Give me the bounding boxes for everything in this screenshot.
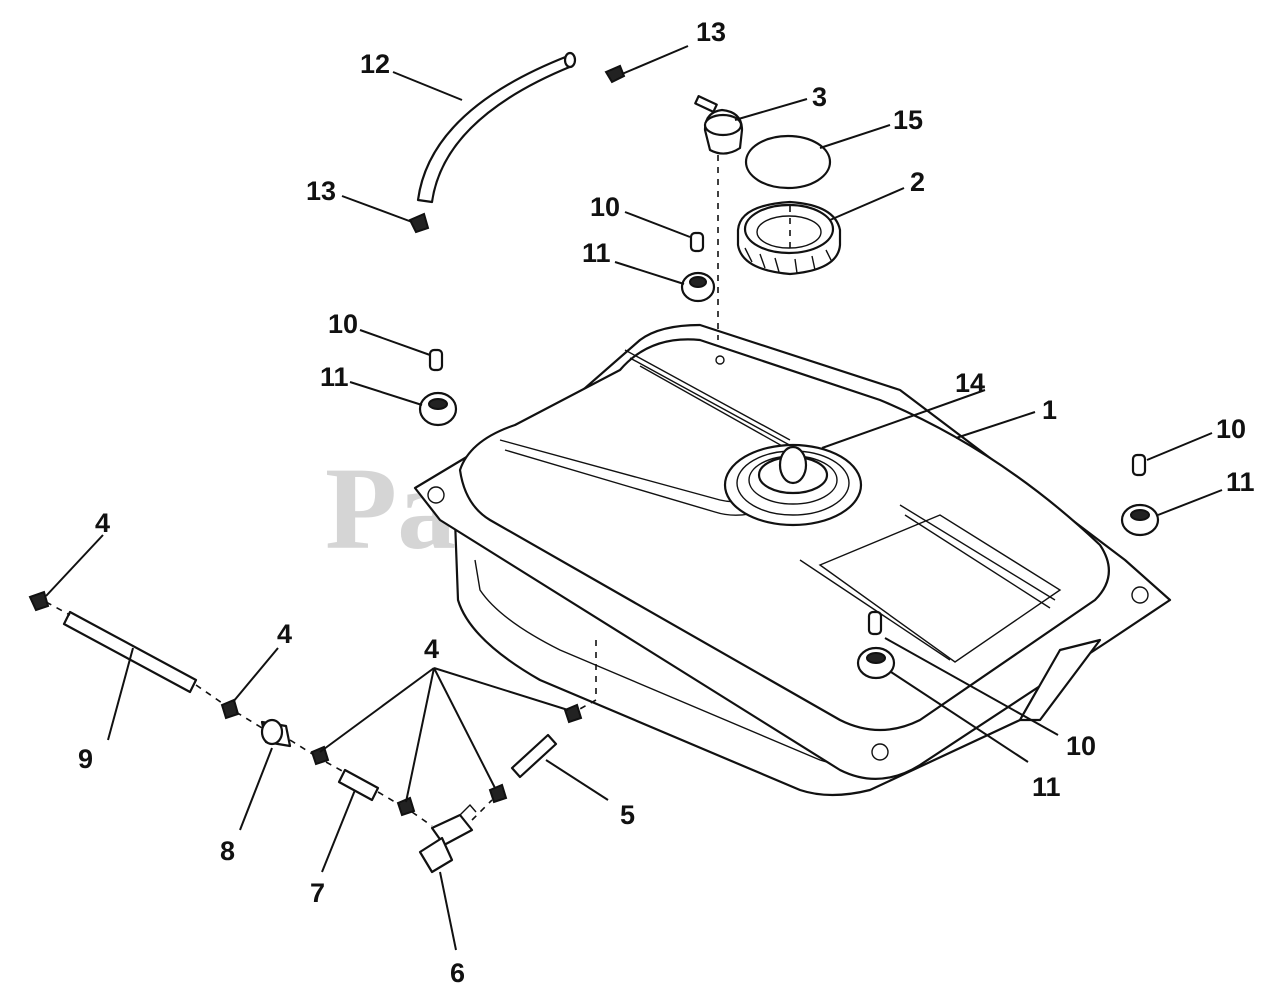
- fuel-line-7: [337, 768, 380, 802]
- spacer-10-bottom: [867, 610, 883, 636]
- callout-12: 12: [360, 49, 390, 79]
- hose-clamp-4-c: [488, 783, 508, 804]
- callout-15: 15: [893, 105, 923, 135]
- shutoff-valve-6: [418, 803, 477, 874]
- assembly-lines: [45, 155, 791, 827]
- callout-11-top: 11: [582, 238, 611, 268]
- fuel-tank: [413, 323, 1172, 797]
- cap-seal-disc: [744, 134, 832, 190]
- callout-10-right: 10: [1216, 414, 1246, 444]
- grommet-11-right: [1120, 503, 1160, 537]
- fuel-line-9: [62, 610, 198, 694]
- hose-clamp-13-top: [604, 64, 626, 84]
- grommet-11-bottom: [856, 646, 896, 680]
- callout-13-left: 13: [306, 176, 336, 206]
- spacer-10-top: [689, 231, 705, 253]
- callout-11-bottom: 11: [1032, 772, 1061, 802]
- hose-clamp-4-a: [310, 745, 330, 766]
- callout-4-mid: 4: [277, 619, 292, 649]
- grommet-11-left: [418, 391, 458, 427]
- hose-clamp-4-d: [563, 703, 583, 724]
- callout-14: 14: [955, 368, 985, 398]
- callout-10-top: 10: [590, 192, 620, 222]
- callout-10-left: 10: [328, 309, 358, 339]
- callout-4-center: 4: [424, 634, 439, 664]
- filler-o-ring: [778, 445, 808, 485]
- spacer-10-right: [1131, 453, 1147, 477]
- callout-4-left: 4: [95, 508, 110, 538]
- hose-clamp-13-left: [408, 212, 430, 234]
- callout-11-left: 11: [320, 362, 349, 392]
- callout-6: 6: [450, 958, 465, 988]
- fuel-cap: [736, 200, 842, 276]
- leader-lines: [45, 45, 1223, 951]
- callout-2: 2: [910, 167, 925, 197]
- callout-labels: 12 13 3 15 2 13 10 11 10 11 14 1 10 11 4…: [78, 17, 1255, 988]
- callout-9: 9: [78, 744, 93, 774]
- fuel-line-5: [510, 733, 558, 779]
- vent-hose: [416, 51, 577, 204]
- callout-10-bottom: 10: [1066, 731, 1096, 761]
- hose-clamp-4-mid: [220, 698, 240, 720]
- hose-clamp-4-left: [28, 590, 50, 612]
- fuel-filter-8: [260, 718, 292, 748]
- callout-5: 5: [620, 800, 635, 830]
- callout-11-right: 11: [1226, 467, 1255, 497]
- callout-7: 7: [310, 878, 325, 908]
- callout-13-top: 13: [696, 17, 726, 47]
- callout-3: 3: [812, 82, 827, 112]
- vent-fitting: [694, 95, 744, 155]
- callout-8: 8: [220, 836, 235, 866]
- spacer-10-left: [428, 348, 444, 372]
- grommet-11-top: [680, 271, 716, 303]
- callout-1: 1: [1042, 395, 1057, 425]
